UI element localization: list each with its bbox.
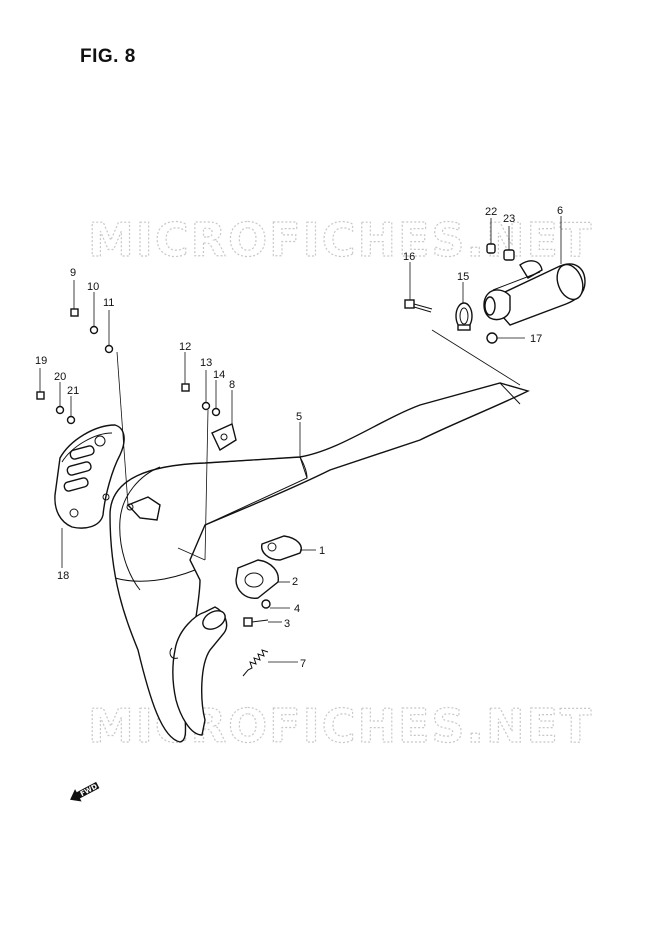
callout-7: 7 xyxy=(300,658,306,670)
silencer-6 xyxy=(483,260,586,326)
callout-23: 23 xyxy=(503,213,515,225)
callout-3: 3 xyxy=(284,618,290,630)
pipe-bracket xyxy=(126,496,161,521)
bolt-3 xyxy=(243,617,269,627)
callout-labels: 1 2 3 4 5 6 7 8 9 10 11 12 13 14 15 16 1… xyxy=(35,205,563,670)
callout-12: 12 xyxy=(179,341,191,353)
spring-7 xyxy=(242,649,269,677)
watermark-top: MICROFICHES.NET xyxy=(88,213,593,267)
fwd-arrow-icon: FWD xyxy=(70,781,100,802)
bolt-16 xyxy=(404,299,433,313)
callout-18: 18 xyxy=(57,570,69,582)
callout-20: 20 xyxy=(54,371,66,383)
callout-11: 11 xyxy=(103,297,114,309)
washer-20 xyxy=(55,405,65,415)
callout-16: 16 xyxy=(403,251,415,263)
callout-8: 8 xyxy=(229,379,235,391)
washer-21 xyxy=(66,415,76,425)
callout-19: 19 xyxy=(35,355,47,367)
gasket-1 xyxy=(261,535,302,561)
figure-title: FIG. 8 xyxy=(80,46,136,67)
washer-11 xyxy=(104,344,114,354)
clamp-15 xyxy=(455,302,473,331)
callout-15: 15 xyxy=(457,271,469,283)
callout-17: 17 xyxy=(530,333,542,345)
callout-21: 21 xyxy=(67,385,79,397)
cap-22 xyxy=(486,243,496,254)
nut-17 xyxy=(486,332,498,344)
bolt-12 xyxy=(181,383,190,392)
bolt-19 xyxy=(36,391,45,400)
washer-10 xyxy=(89,325,99,335)
exhaust-pipe-5 xyxy=(109,382,530,743)
callout-22: 22 xyxy=(485,206,497,218)
washer-4 xyxy=(261,599,271,609)
leader-lines xyxy=(39,216,562,663)
callout-2: 2 xyxy=(292,576,298,588)
fwd-label: FWD xyxy=(79,782,99,798)
callout-5: 5 xyxy=(296,411,302,423)
heat-shield-18 xyxy=(54,424,125,529)
bracket-8 xyxy=(211,423,237,452)
callout-14: 14 xyxy=(213,369,225,381)
callout-4: 4 xyxy=(294,603,300,615)
callout-9: 9 xyxy=(70,267,76,279)
washer-13 xyxy=(201,401,211,411)
callout-13: 13 xyxy=(200,357,212,369)
washer-14 xyxy=(211,407,221,417)
callout-6: 6 xyxy=(557,205,563,217)
flange-2 xyxy=(235,559,279,599)
bolt-9 xyxy=(70,308,79,317)
callout-1: 1 xyxy=(319,545,325,557)
grommet-23 xyxy=(503,249,515,261)
callout-10: 10 xyxy=(87,281,99,293)
